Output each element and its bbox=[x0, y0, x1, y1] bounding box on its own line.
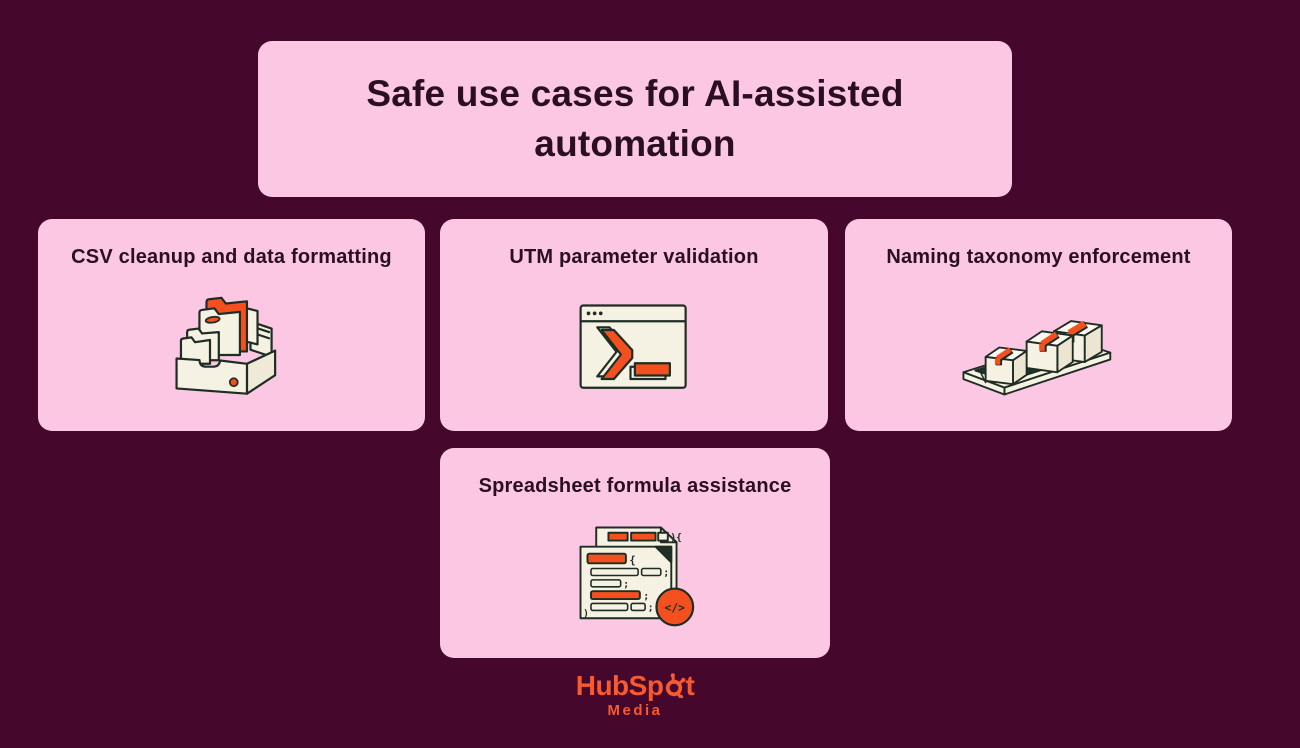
svg-text:;: ; bbox=[623, 578, 629, 589]
svg-text:;: ; bbox=[643, 591, 649, 602]
footer-logo: HubSp t Media bbox=[440, 670, 830, 720]
card-utm-validation: UTM parameter validation bbox=[440, 219, 828, 431]
svg-text:{: { bbox=[629, 554, 635, 566]
card-label: Spreadsheet formula assistance bbox=[478, 475, 792, 497]
card-naming-taxonomy: Naming taxonomy enforcement bbox=[845, 219, 1232, 431]
hubspot-logo: HubSp t bbox=[440, 670, 830, 702]
file-box-icon bbox=[166, 269, 298, 431]
card-csv-cleanup: CSV cleanup and data formatting bbox=[38, 219, 425, 431]
conveyor-boxes-icon bbox=[960, 269, 1118, 431]
code-document-icon: ){ { ; ; ; ; ) bbox=[570, 498, 701, 658]
svg-text:</>: </> bbox=[664, 600, 685, 614]
svg-text:){: ){ bbox=[670, 532, 682, 543]
svg-text:;: ; bbox=[663, 567, 669, 578]
logo-tagline: Media bbox=[607, 702, 663, 719]
title-card: Safe use cases for AI-assisted automatio… bbox=[258, 41, 1012, 197]
hubspot-sprocket-icon bbox=[662, 672, 686, 704]
card-label: Naming taxonomy enforcement bbox=[886, 246, 1191, 268]
terminal-icon bbox=[577, 269, 691, 431]
svg-text:;: ; bbox=[647, 602, 653, 613]
card-label: CSV cleanup and data formatting bbox=[71, 246, 392, 268]
logo-text-right: t bbox=[685, 670, 695, 701]
logo-text-left: HubSp bbox=[575, 670, 664, 701]
page-title: Safe use cases for AI-assisted automatio… bbox=[366, 73, 904, 164]
svg-text:): ) bbox=[583, 608, 589, 619]
card-label: UTM parameter validation bbox=[509, 246, 759, 268]
card-spreadsheet-formula: Spreadsheet formula assistance ){ { bbox=[440, 448, 830, 658]
